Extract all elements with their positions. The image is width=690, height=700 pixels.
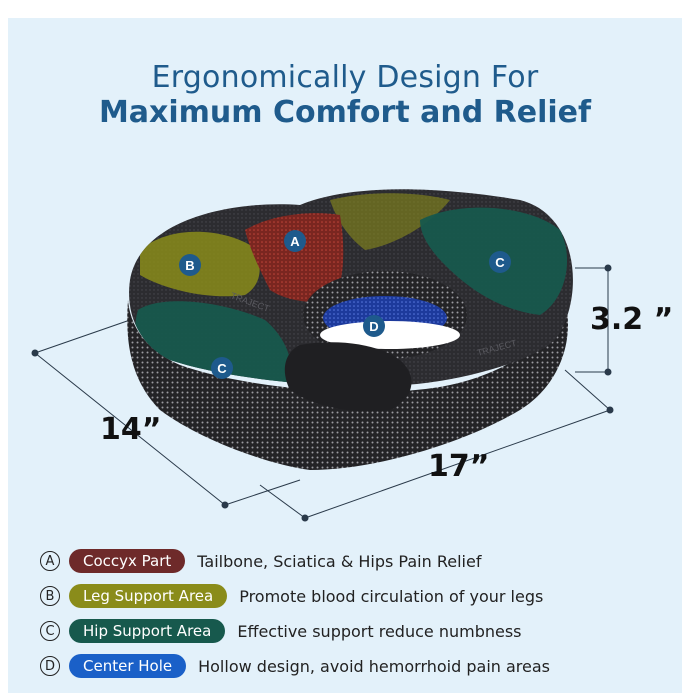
legend-letter-c: C	[40, 621, 60, 641]
marker-b	[179, 254, 201, 276]
marker-b-label: B	[185, 258, 194, 273]
legend-row-center-hole: D Center Hole Hollow design, avoid hemor…	[40, 654, 550, 678]
zone-a-coccyx	[245, 213, 344, 302]
legend-pill-leg-support: Leg Support Area	[69, 584, 228, 608]
legend-desc-hip-support: Effective support reduce numbness	[237, 621, 522, 641]
legend-row-leg-support: B Leg Support Area Promote blood circula…	[40, 584, 543, 608]
cushion-side	[127, 300, 569, 470]
depth-dimension-label: 14”	[100, 412, 162, 447]
legend-desc-leg-support: Promote blood circulation of your legs	[239, 586, 544, 606]
legend-pill-hip-support: Hip Support Area	[69, 619, 226, 643]
legend-desc-center-hole: Hollow design, avoid hemorrhoid pain are…	[198, 656, 550, 676]
legend-letter-b: B	[40, 586, 60, 606]
width-dimension-label: 17”	[428, 449, 490, 484]
headline-line-2: Maximum Comfort and Relief	[98, 95, 592, 130]
zone-markers: A B C C D	[179, 230, 511, 379]
legend-letter-d: D	[40, 656, 60, 676]
height-dimension-label: 3.2 ”	[590, 302, 674, 337]
legend-pill-center-hole: Center Hole	[69, 654, 187, 678]
cushion-front-lobe	[284, 342, 412, 412]
marker-c-right-label: C	[495, 255, 505, 270]
marker-c-left	[211, 357, 233, 379]
legend-row-hip-support: C Hip Support Area Effective support red…	[40, 619, 522, 643]
marker-a-label: A	[290, 234, 300, 249]
dimension-lines	[31, 264, 614, 522]
legend-pill-coccyx: Coccyx Part	[69, 549, 186, 573]
legend-row-coccyx: A Coccyx Part Tailbone, Sciatica & Hips …	[40, 549, 481, 573]
marker-c-right	[489, 251, 511, 273]
legend-letter-a: A	[40, 551, 60, 571]
zone-b-leg-support-upper	[330, 193, 450, 250]
marker-a	[284, 230, 306, 252]
center-hole-opening	[320, 321, 460, 349]
marker-d	[363, 315, 385, 337]
marker-d-label: D	[369, 319, 378, 334]
marker-c-left-label: C	[217, 361, 227, 376]
headline-line-1: Ergonomically Design For	[151, 60, 539, 95]
legend-desc-coccyx: Tailbone, Sciatica & Hips Pain Relief	[197, 551, 482, 571]
